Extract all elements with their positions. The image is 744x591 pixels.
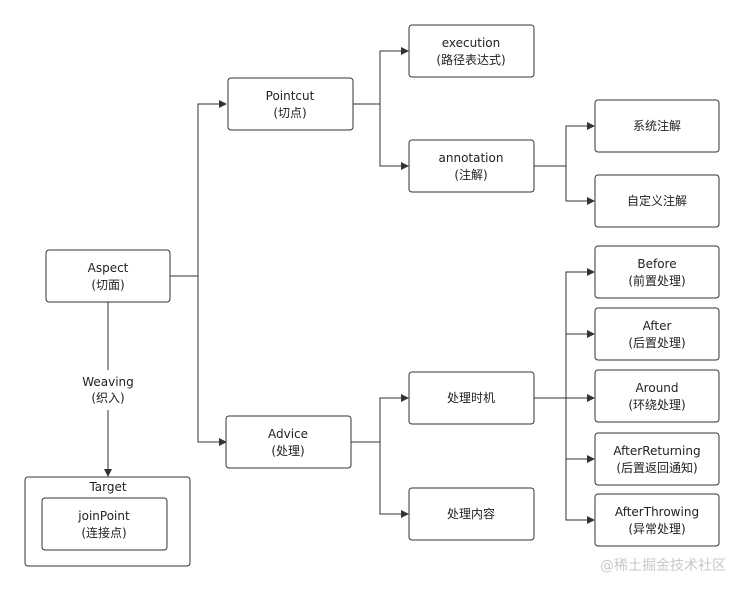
node-after-throwing-subtitle: (异常处理) — [628, 522, 685, 536]
node-aspect-title: Aspect — [88, 261, 129, 275]
node-after-subtitle: (后置处理) — [628, 336, 685, 350]
node-after-returning-subtitle: (后置返回通知) — [616, 461, 697, 475]
node-after-title: After — [643, 319, 672, 333]
edge-aspect-advice — [197, 276, 227, 446]
node-aspect-subtitle: (切面) — [91, 278, 124, 292]
node-around-title: Around — [635, 381, 678, 395]
node-advice[interactable]: Advice (处理) — [225, 415, 352, 469]
node-pointcut-title: Pointcut — [266, 89, 315, 103]
edge-pointcut-annotation — [379, 104, 409, 170]
node-before-subtitle: (前置处理) — [628, 273, 685, 288]
node-around[interactable]: Around (环绕处理) — [594, 369, 720, 423]
edge-pointcut-execution — [379, 47, 409, 104]
node-execution-subtitle: (路径表达式) — [436, 52, 505, 67]
edge-advice-timing — [379, 394, 409, 442]
node-pointcut[interactable]: Pointcut (切点) — [227, 77, 354, 131]
edge-timing-after-returning — [565, 398, 595, 463]
node-after[interactable]: After (后置处理) — [594, 307, 720, 361]
node-system-annotation[interactable]: 系统注解 — [594, 99, 720, 153]
edge-timing-before — [565, 268, 595, 398]
edge-annotation-custom — [565, 166, 595, 205]
node-after-throwing-title: AfterThrowing — [615, 505, 699, 519]
edge-label-weaving-subtitle: (织入) — [91, 391, 124, 405]
node-custom-annotation[interactable]: 自定义注解 — [594, 174, 720, 228]
node-around-subtitle: (环绕处理) — [628, 398, 685, 412]
node-join-point-title: joinPoint — [77, 509, 130, 523]
node-content[interactable]: 处理内容 — [408, 487, 535, 541]
node-after-throwing[interactable]: AfterThrowing (异常处理) — [594, 493, 720, 547]
node-before-title: Before — [637, 257, 676, 271]
node-after-returning[interactable]: AfterReturning (后置返回通知) — [594, 432, 720, 486]
node-system-annotation-title: 系统注解 — [633, 118, 681, 133]
watermark: @稀土掘金技术社区 — [600, 558, 726, 574]
node-annotation-subtitle: (注解) — [454, 167, 487, 182]
node-aspect[interactable]: Aspect (切面) — [45, 249, 171, 303]
node-execution[interactable]: execution (路径表达式) — [408, 24, 535, 78]
edge-timing-after-throwing — [565, 398, 595, 524]
edge-label-weaving: Weaving (织入) — [82, 375, 134, 405]
node-join-point[interactable]: joinPoint (连接点) — [41, 497, 168, 551]
node-annotation[interactable]: annotation (注解) — [408, 139, 535, 193]
connectors — [104, 47, 595, 524]
edge-aspect-pointcut — [197, 100, 227, 276]
node-execution-title: execution — [442, 36, 500, 50]
node-annotation-title: annotation — [439, 151, 504, 165]
node-target-title: Target — [88, 480, 126, 494]
node-after-returning-title: AfterReturning — [613, 444, 700, 458]
node-join-point-subtitle: (连接点) — [81, 525, 126, 540]
node-timing-title: 处理时机 — [447, 391, 495, 405]
node-advice-subtitle: (处理) — [271, 444, 304, 458]
node-content-title: 处理内容 — [447, 506, 495, 521]
node-pointcut-subtitle: (切点) — [273, 106, 306, 120]
edge-advice-content — [379, 442, 409, 518]
edge-annotation-system — [565, 122, 595, 166]
edge-timing-after — [565, 330, 595, 398]
edge-label-weaving-title: Weaving — [82, 375, 134, 389]
node-before[interactable]: Before (前置处理) — [594, 245, 720, 299]
node-advice-title: Advice — [268, 427, 308, 441]
node-timing[interactable]: 处理时机 — [408, 371, 535, 425]
node-custom-annotation-title: 自定义注解 — [627, 193, 687, 208]
